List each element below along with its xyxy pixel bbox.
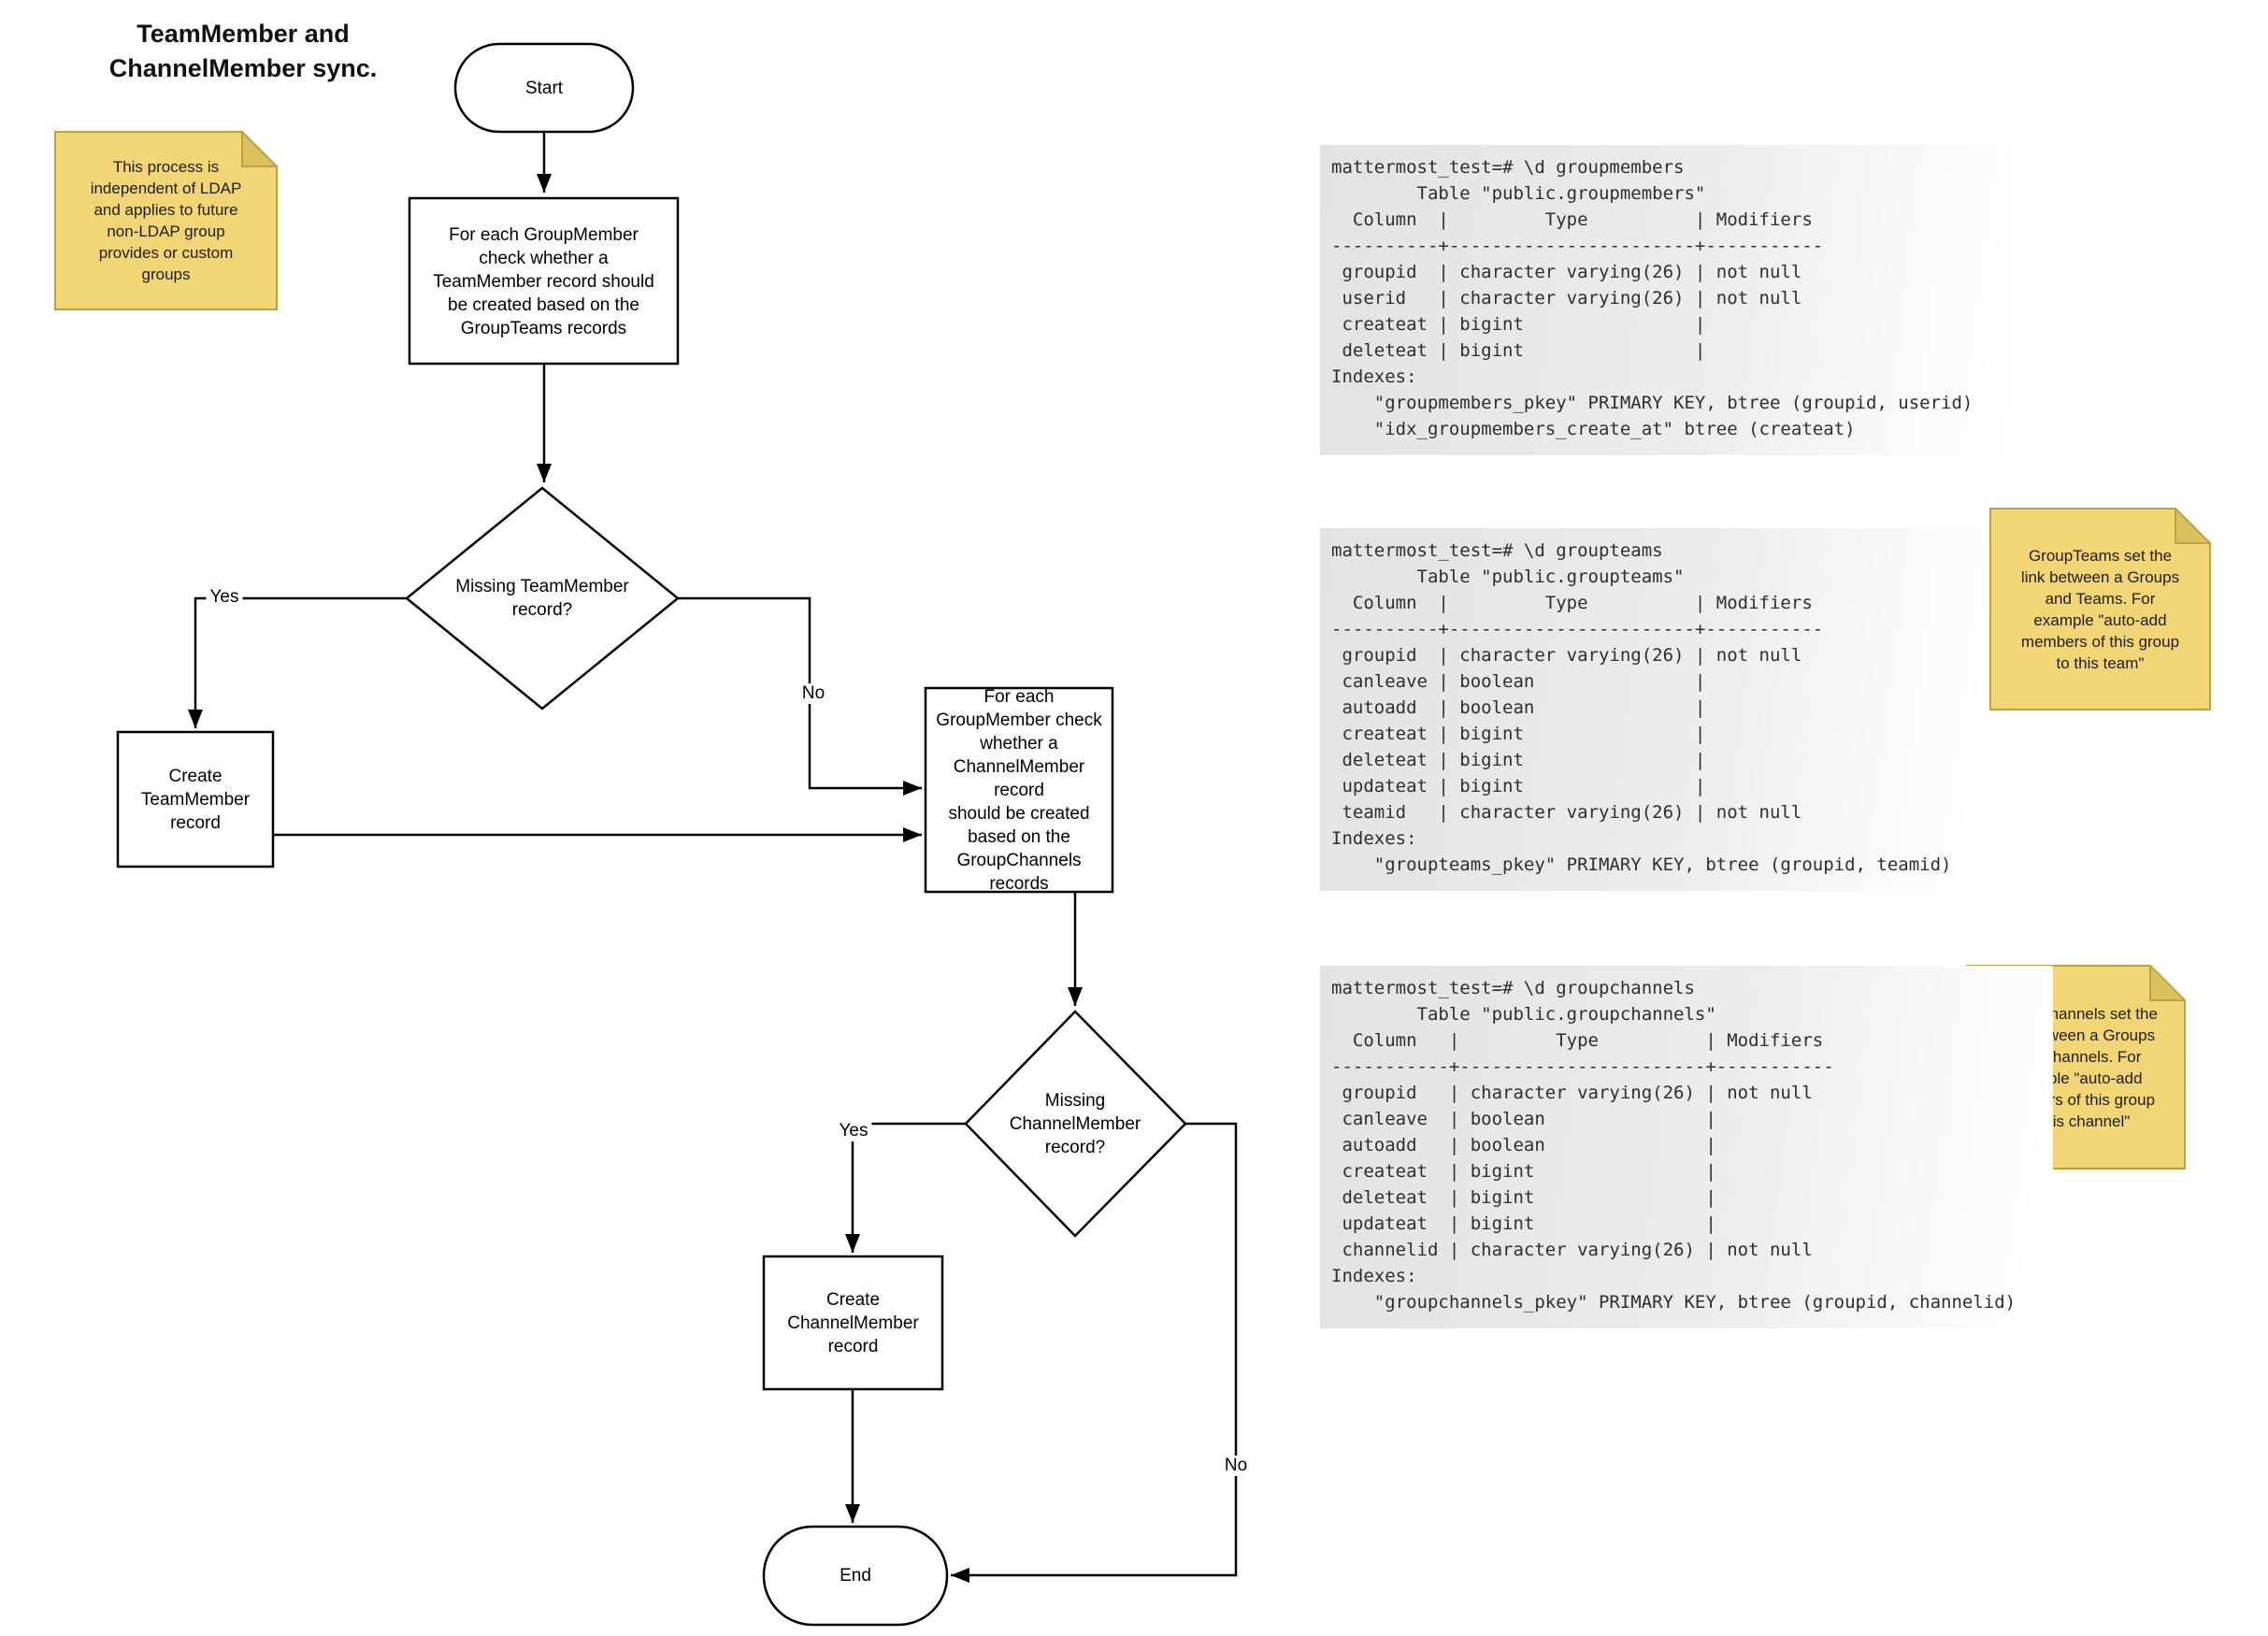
create-channel-shape	[762, 1255, 944, 1391]
edge-no-to-end	[951, 1122, 1238, 1583]
start-terminator-shape	[453, 42, 635, 134]
sticky-note-shape	[54, 131, 278, 310]
process-team-shape	[408, 196, 680, 366]
sticky-note-groupteams: GroupTeams set the link between a Groups…	[1989, 508, 2211, 710]
decision-channel-label: Missing ChannelMember record?	[1009, 1090, 1141, 1157]
decision-channel-diamond	[964, 1010, 1187, 1238]
psql-output-groupchannels: mattermost_test=# \d groupchannels Table…	[1320, 966, 2054, 1328]
sticky-note-groupteams-text: GroupTeams set the link between a Groups…	[2020, 546, 2180, 672]
decision-team-label: Missing TeamMember record?	[455, 577, 629, 620]
process-channel-shape	[924, 686, 1114, 894]
start-label: Start	[524, 78, 564, 98]
psql-output-groupmembers: mattermost_test=# \d groupmembers Table …	[1320, 145, 2011, 455]
process-team-label: For each GroupMember check whether a Tea…	[433, 224, 654, 338]
sticky-note-ldap: This process is independent of LDAP and …	[54, 131, 278, 310]
end-label: End	[840, 1566, 871, 1586]
create-team-label: Create TeamMember record	[140, 766, 251, 833]
decision-team-diamond	[405, 486, 680, 710]
end-terminator-shape	[762, 1525, 949, 1627]
sticky-note-ldap-text: This process is independent of LDAP and …	[90, 158, 242, 283]
edge-yes-to-create-team	[188, 596, 407, 728]
page-title: TeamMember and ChannelMember sync.	[108, 20, 378, 82]
process-channel-label: For each GroupMember check whether a Cha…	[936, 686, 1102, 894]
edge-label-yes-channel: Yes	[835, 1121, 872, 1141]
psql-output-groupteams: mattermost_test=# \d groupteams Table "p…	[1320, 528, 1989, 891]
edge-label-yes-team: Yes	[206, 587, 243, 608]
edge-yes-to-create-channel	[845, 1122, 966, 1253]
edge-label-no-team: No	[797, 683, 829, 704]
create-channel-label: Create ChannelMember record	[787, 1289, 919, 1356]
create-team-shape	[116, 730, 275, 868]
edge-label-no-channel: No	[1220, 1456, 1252, 1476]
sticky-note-shape	[1989, 508, 2211, 710]
